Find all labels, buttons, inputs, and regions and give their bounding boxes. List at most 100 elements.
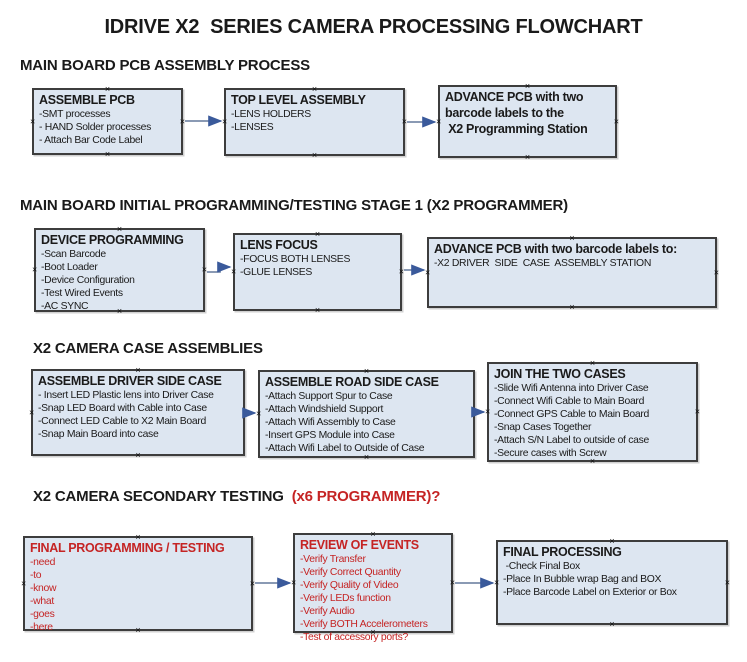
connection-handle-icon: × [471, 408, 477, 419]
connection-handle-icon: × [222, 116, 228, 127]
section-heading-text: X2 CAMERA SECONDARY TESTING [33, 488, 292, 505]
connection-handle-icon: × [201, 264, 207, 275]
connection-handle-icon: × [494, 577, 500, 587]
box-item: -X2 DRIVER SIDE CASE ASSEMBLY STATION [434, 258, 652, 269]
box-item: -Scan Barcode [41, 249, 106, 260]
box-item: -Connect Wifi Cable to Main Board [494, 396, 645, 407]
box-advance-pcb-programming-station: ADVANCE PCB with two barcode labels to t… [436, 82, 619, 162]
connection-handle-icon: × [724, 577, 730, 587]
box-item: -Test of accessory ports? [300, 632, 408, 643]
box-item: -need [30, 557, 56, 568]
section-heading-text: MAIN BOARD PCB ASSEMBLY PROCESS [20, 57, 310, 74]
box-title: ASSEMBLE DRIVER SIDE CASE [38, 374, 222, 388]
box-item: -GLUE LENSES [240, 267, 313, 278]
box-title: DEVICE PROGRAMMING [41, 233, 184, 247]
box-title: TOP LEVEL ASSEMBLY [231, 93, 366, 107]
box-item: -LENS HOLDERS [231, 109, 311, 120]
connection-handle-icon: × [29, 407, 35, 417]
box-item: -Insert GPS Module into Case [265, 430, 395, 441]
box-item: -Boot Loader [41, 262, 98, 273]
box-title: ADVANCE PCB with two barcode labels to t… [445, 90, 588, 136]
box-item: - Attach Bar Code Label [39, 135, 143, 146]
box-device-programming: DEVICE PROGRAMMING -Scan Barcode -Boot L… [32, 225, 207, 316]
connection-handle-icon: × [485, 406, 491, 417]
box-title: ASSEMBLE ROAD SIDE CASE [265, 375, 439, 389]
page-title: IDRIVE X2 SERIES CAMERA PROCESSING FLOWC… [104, 16, 643, 38]
box-item: - HAND Solder processes [39, 122, 152, 133]
box-item: - Insert LED Plastic lens into Driver Ca… [38, 390, 214, 401]
connection-handle-icon: × [449, 577, 455, 588]
connection-handle-icon: × [694, 406, 700, 417]
box-item: -Connect LED Cable to X2 Main Board [38, 416, 206, 427]
box-item: -Verify BOTH Accelerometers [300, 619, 428, 630]
connection-handle-icon: × [398, 266, 404, 277]
connection-handle-icon: × [425, 267, 431, 277]
box-item: -Snap Cases Together [494, 422, 592, 433]
box-item: -Attach Wifi Assembly to Case [265, 417, 396, 428]
box-item: -know [30, 583, 57, 594]
connection-handle-icon: × [609, 619, 615, 629]
box-item: -Verify Transfer [300, 554, 366, 565]
box-top-level-assembly: TOP LEVEL ASSEMBLY -LENS HOLDERS -LENSES… [222, 85, 407, 160]
box-item: -Slide Wifi Antenna into Driver Case [494, 383, 649, 394]
section-heading-accent-text: (x6 PROGRAMMER)? [291, 488, 441, 505]
box-final-programming-testing: FINAL PROGRAMMING / TESTING -need -to -k… [21, 533, 255, 635]
connection-handle-icon: × [291, 577, 297, 588]
box-title: LENS FOCUS [240, 238, 318, 252]
connection-handle-icon: × [32, 264, 38, 275]
box-advance-pcb-driver-side: ADVANCE PCB with two barcode labels to: … [425, 234, 719, 312]
connection-handle-icon: × [104, 149, 111, 159]
box-item: -what [30, 596, 54, 607]
connection-handle-icon: × [524, 152, 531, 162]
box-title: FINAL PROCESSING [503, 545, 622, 559]
box-assemble-pcb: ASSEMBLE PCB -SMT processes - HAND Solde… [30, 85, 185, 159]
connection-handle-icon: × [401, 116, 407, 127]
box-item: -Place Barcode Label on Exterior or Box [503, 587, 677, 598]
box-item: -to [30, 570, 42, 581]
box-item: -Attach Windshield Support [265, 404, 384, 415]
connection-handle-icon: × [613, 116, 619, 126]
connection-handle-icon: × [314, 305, 321, 315]
connection-handle-icon: × [436, 116, 442, 126]
connection-handle-icon: × [135, 450, 141, 460]
box-item: -Snap Main Board into case [38, 429, 159, 440]
box-item: -Verify Audio [300, 606, 355, 617]
box-item: -SMT processes [39, 109, 111, 120]
box-title: REVIEW OF EVENTS [300, 538, 419, 552]
box-item: -Snap LED Board with Cable into Case [38, 403, 207, 414]
box-title: ADVANCE PCB with two barcode labels to: [434, 242, 677, 256]
box-lens-focus: LENS FOCUS -FOCUS BOTH LENSES -GLUE LENS… [231, 230, 404, 315]
box-item: -Verify LEDs function [300, 593, 391, 604]
box-item: -goes [30, 609, 55, 620]
connection-handle-icon: × [231, 266, 237, 277]
box-title: ASSEMBLE PCB [39, 93, 135, 107]
box-item: -LENSES [231, 122, 274, 133]
section-heading-secondary-testing: X2 CAMERA SECONDARY TESTING (x6 PROGRAMM… [33, 488, 440, 505]
box-item: -Check Final Box [503, 561, 581, 572]
box-item: -Place In Bubble wrap Bag and BOX [503, 574, 662, 585]
connection-handle-icon: × [249, 578, 255, 588]
box-review-of-events: REVIEW OF EVENTS -Verify Transfer -Verif… [291, 530, 455, 644]
box-final-processing: FINAL PROCESSING -Check Final Box -Place… [494, 537, 730, 629]
section-heading-case-assemblies: X2 CAMERA CASE ASSEMBLIES [33, 340, 263, 357]
arrow-deviceprog-to-lensfocus [207, 261, 232, 273]
box-title: JOIN THE TWO CASES [494, 367, 626, 381]
box-item: -Connect GPS Cable to Main Board [494, 409, 650, 420]
box-item: -FOCUS BOTH LENSES [240, 254, 351, 265]
connection-handle-icon: × [179, 116, 185, 126]
box-item: -here [30, 622, 53, 633]
connection-handle-icon: × [569, 302, 575, 312]
box-item: -Secure cases with Screw [494, 448, 607, 459]
section-heading-initial-programming: MAIN BOARD INITIAL PROGRAMMING/TESTING S… [20, 197, 568, 214]
box-title: FINAL PROGRAMMING / TESTING [30, 541, 225, 555]
box-item: -AC SYNC [41, 301, 89, 312]
connection-handle-icon: × [21, 578, 27, 588]
connection-handle-icon: × [713, 267, 719, 277]
box-item: -Device Configuration [41, 275, 135, 286]
connection-handle-icon: × [256, 408, 262, 419]
box-assemble-driver-side-case: ASSEMBLE DRIVER SIDE CASE - Insert LED P… [29, 366, 247, 460]
connection-handle-icon: × [30, 116, 36, 126]
connection-handle-icon: × [241, 407, 247, 417]
box-item: -Verify Quality of Video [300, 580, 399, 591]
